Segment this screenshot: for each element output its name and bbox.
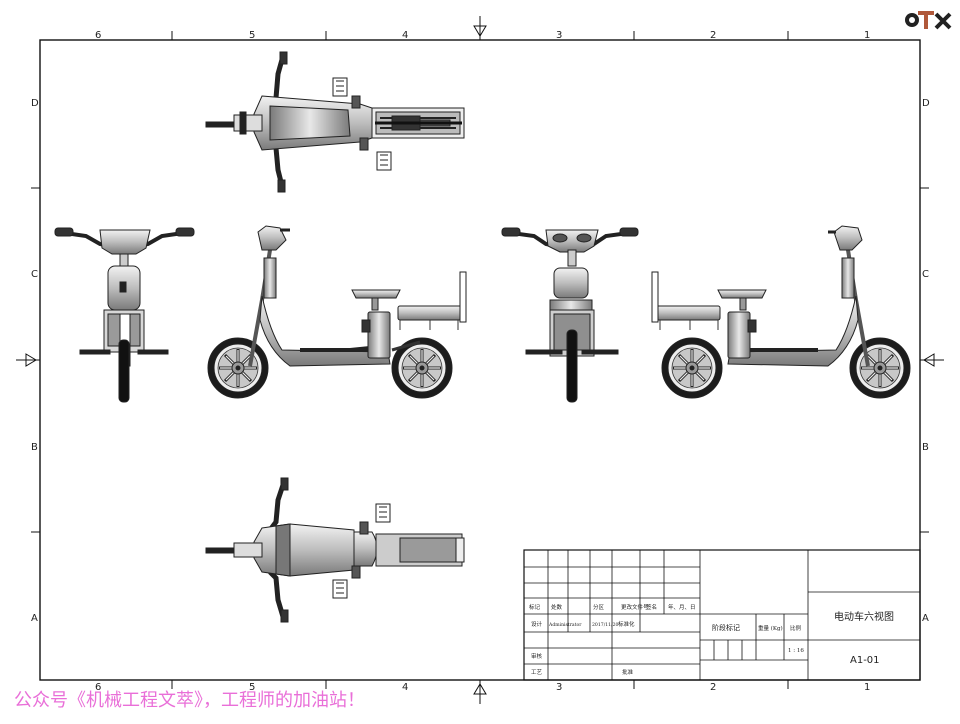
- tb-header: 处数: [551, 603, 563, 611]
- row-label: D: [31, 98, 39, 109]
- zone-labels: 6 5 4 3 2 1 6 5 4 3 2 1 D C B A D C B A: [31, 30, 930, 693]
- col-label: 5: [249, 30, 255, 41]
- row-label: C: [31, 269, 38, 280]
- row-label: C: [922, 269, 929, 280]
- tb-design-label: 设计: [531, 620, 543, 628]
- centering-marks: [16, 16, 944, 704]
- col-label: 6: [95, 30, 101, 41]
- drawing-number: A1-01: [850, 655, 880, 666]
- row-label: B: [922, 442, 929, 453]
- tb-header: 年、月、日: [668, 603, 696, 611]
- col-label: 1: [864, 30, 870, 41]
- col-label: 2: [710, 30, 716, 41]
- col-label: 4: [402, 682, 408, 693]
- right-side-view: [651, 225, 912, 400]
- col-label: 4: [402, 30, 408, 41]
- zone-ticks: [31, 31, 929, 689]
- tb-stage-mark: 阶段标记: [712, 623, 740, 632]
- top-view: [205, 51, 465, 193]
- left-side-view: [206, 225, 467, 400]
- row-label: B: [31, 442, 38, 453]
- col-label: 2: [710, 682, 716, 693]
- tb-standardize: 标准化: [618, 620, 635, 628]
- tb-approve: 批准: [622, 668, 634, 676]
- tb-header: 更改文件号: [621, 603, 649, 611]
- tb-header: 分区: [593, 603, 605, 611]
- row-label: A: [922, 613, 929, 624]
- col-label: 6: [95, 682, 101, 693]
- col-label: 1: [864, 682, 870, 693]
- title-block-text: 标记 处数 分区 更改文件号 签名 年、月、日 设计 Administrator…: [529, 603, 894, 676]
- tb-header: 标记: [529, 603, 541, 611]
- tb-scale-label: 比例: [790, 624, 802, 632]
- col-label: 3: [556, 682, 562, 693]
- tb-header: 签名: [646, 603, 657, 611]
- tb-scale: 1 : 16: [788, 648, 804, 654]
- col-label: 3: [556, 30, 562, 41]
- col-label: 5: [249, 682, 255, 693]
- row-label: A: [31, 613, 38, 624]
- front-view: [54, 227, 195, 403]
- tb-designer: Administrator: [548, 622, 582, 628]
- back-view: [501, 227, 639, 403]
- bottom-view: [205, 477, 465, 623]
- drawing-name: 电动车六视图: [834, 610, 894, 623]
- tb-process: 工艺: [531, 669, 543, 676]
- corner-logo: [905, 11, 952, 30]
- tb-date: 2017/11/20: [592, 622, 619, 628]
- row-label: D: [922, 98, 930, 109]
- tb-review: 审核: [531, 652, 543, 660]
- tb-weight: 重量 (Kg): [758, 624, 783, 632]
- title-block: [523, 549, 921, 681]
- watermark-text: 公众号《机械工程文萃》，工程师的加油站！: [14, 690, 365, 711]
